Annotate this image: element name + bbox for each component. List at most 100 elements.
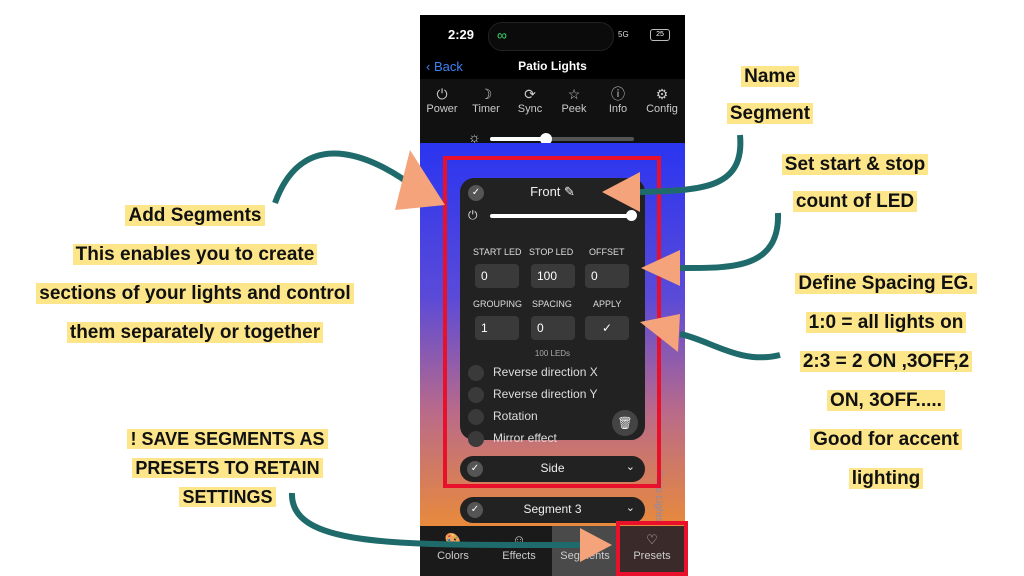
connector-line — [679, 331, 781, 361]
pencil-icon: ✎ — [564, 184, 575, 199]
toggle-dot — [468, 431, 484, 447]
option-label: Rotation — [493, 409, 538, 424]
status-bar: 2:29 ∞ 5G 25 — [420, 15, 685, 57]
note-line: Add Segments — [125, 205, 265, 226]
start-led-label: START LED — [473, 247, 522, 257]
option-reverse-y[interactable]: Reverse direction Y — [468, 387, 598, 403]
option-rotation[interactable]: Rotation — [468, 409, 538, 425]
power-button[interactable]: ⏻Power — [420, 85, 464, 115]
arrow-add-segments — [395, 150, 445, 210]
trash-icon[interactable]: 🗑 — [612, 410, 638, 436]
info-label: Info — [608, 103, 628, 115]
dynamic-island: ∞ — [488, 22, 614, 51]
note-line: This enables you to create — [72, 244, 318, 265]
toggle-dot — [468, 409, 484, 425]
brightness-knob[interactable] — [540, 133, 553, 145]
option-label: Mirror effect — [493, 431, 557, 446]
note-line: 2:3 = 2 ON ,3OFF,2 — [799, 351, 973, 372]
note-line: Set start & stop — [781, 154, 929, 175]
segment-brightness-slider[interactable] — [490, 214, 634, 218]
note-name-segment: Name Segment — [700, 58, 840, 132]
arrow-spacing — [640, 314, 680, 352]
back-label: Back — [433, 59, 463, 74]
option-label: Reverse direction Y — [493, 387, 598, 402]
link-icon: ∞ — [497, 27, 507, 43]
tab-presets[interactable]: ♡ Presets — [619, 526, 685, 576]
tab-label: Presets — [633, 550, 671, 562]
note-line: Name — [741, 66, 799, 87]
segment-card-3[interactable]: ✓ Segment 3 ⌄ — [460, 497, 645, 523]
note-line: ! SAVE SEGMENTS AS — [127, 429, 328, 449]
note-line: Define Spacing EG. — [795, 273, 977, 294]
note-line: SETTINGS — [179, 487, 276, 507]
chevron-down-icon[interactable]: ⌄ — [625, 461, 635, 473]
arrow-name-segment — [602, 172, 640, 212]
status-time: 2:29 — [448, 27, 475, 42]
note-line: PRESETS TO RETAIN — [132, 458, 323, 478]
segment-checkbox[interactable]: ✓ — [468, 185, 484, 201]
timer-label: Timer — [472, 103, 500, 115]
led-count: 100 LEDs — [534, 349, 571, 358]
option-reverse-x[interactable]: Reverse direction X — [468, 365, 598, 381]
brightness-slider[interactable] — [490, 133, 634, 145]
apply-button[interactable]: ✓ — [585, 316, 629, 340]
note-line: them separately or together — [66, 322, 324, 343]
segment-checkbox[interactable]: ✓ — [467, 461, 483, 477]
note-line: ON, 3OFF..... — [827, 390, 945, 411]
start-led-input[interactable]: 0 — [475, 264, 519, 288]
segment-name: Side — [540, 461, 565, 475]
toggle-dot — [468, 365, 484, 381]
option-mirror[interactable]: Mirror effect — [468, 431, 557, 447]
nav-bar: ‹ Back Patio Lights — [420, 57, 685, 79]
note-save-segments: ! SAVE SEGMENTS AS PRESETS TO RETAIN SET… — [95, 425, 360, 512]
power-label: Power — [426, 103, 458, 115]
note-spacing: Define Spacing EG. 1:0 = all lights on 2… — [768, 264, 1004, 498]
stop-led-input[interactable]: 100 — [531, 264, 575, 288]
brightness-fill — [490, 137, 547, 141]
note-line: Good for accent — [810, 429, 962, 450]
connector-line — [679, 212, 782, 272]
note-line: count of LED — [792, 191, 918, 212]
arrow-save-presets — [580, 528, 612, 562]
peek-button[interactable]: ☆Peek — [552, 85, 596, 115]
tab-label: Effects — [502, 550, 536, 562]
spacing-input[interactable]: 0 — [531, 316, 575, 340]
connector-line — [288, 492, 581, 549]
arrow-start-stop — [641, 250, 680, 286]
timer-button[interactable]: ☽Timer — [464, 85, 508, 115]
segment-checkbox[interactable]: ✓ — [467, 502, 483, 518]
sync-button[interactable]: ⟳Sync — [508, 85, 552, 115]
note-line: Segment — [726, 103, 814, 124]
note-start-stop: Set start & stop count of LED — [755, 146, 955, 220]
heart-icon: ♡ — [646, 532, 658, 547]
sync-label: Sync — [517, 103, 543, 115]
peek-label: Peek — [561, 103, 587, 115]
config-button[interactable]: ⚙Config — [640, 85, 684, 115]
connector-line — [272, 150, 420, 205]
segment-card-side[interactable]: ✓ Side ⌄ — [460, 456, 645, 482]
offset-label: OFFSET — [589, 247, 625, 257]
moon-icon: ☽ — [479, 86, 493, 102]
brightness-icon: ☼ — [468, 129, 481, 145]
offset-input[interactable]: 0 — [585, 264, 629, 288]
toggle-dot — [468, 387, 484, 403]
brightness-control: ☼ — [468, 129, 668, 149]
power-icon: ⏻ — [436, 86, 448, 102]
segment-name-text: Front — [530, 184, 561, 199]
grouping-input[interactable]: 1 — [475, 316, 519, 340]
segment-power-icon[interactable]: ⏻ — [468, 208, 478, 222]
note-line: 1:0 = all lights on — [805, 312, 967, 333]
segment-name[interactable]: Front ✎ — [460, 184, 645, 200]
back-button[interactable]: ‹ Back — [426, 59, 463, 74]
segment-brightness-knob[interactable] — [626, 210, 637, 221]
check-icon: ✓ — [601, 321, 613, 335]
note-add-segments: Add Segments This enables you to create … — [0, 196, 390, 352]
sync-icon: ⟳ — [524, 86, 536, 102]
battery-icon: 25 — [650, 29, 670, 41]
chevron-down-icon[interactable]: ⌄ — [625, 502, 635, 514]
gear-icon: ⚙ — [655, 86, 669, 102]
note-line: lighting — [848, 468, 924, 489]
apply-label: APPLY — [593, 299, 622, 309]
